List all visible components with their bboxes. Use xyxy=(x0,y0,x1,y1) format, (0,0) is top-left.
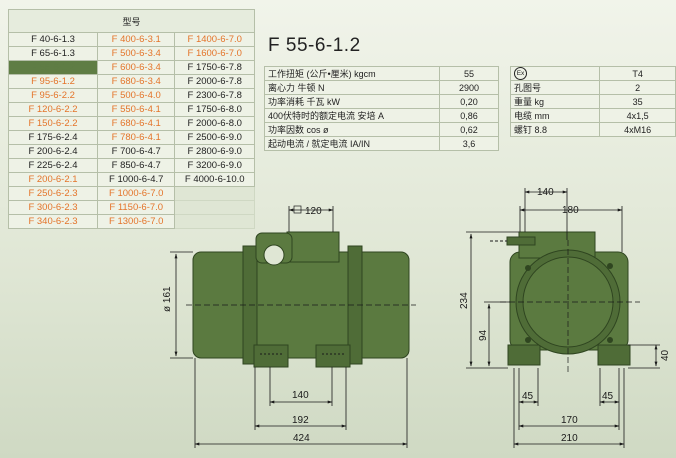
spec-label: 离心力 牛顿 N xyxy=(264,80,440,95)
dim-140-top: 140 xyxy=(537,187,554,198)
model-cell[interactable]: F 1000-6-7.0 xyxy=(97,186,176,201)
model-cell[interactable]: F 300-6-2.3 xyxy=(7,200,99,215)
model-cell[interactable]: F 200-6-2.4 xyxy=(7,144,99,159)
spec-row: Ex T4 xyxy=(509,66,676,81)
side-view xyxy=(186,231,416,368)
empty-cell xyxy=(174,214,255,229)
spec-value: 0,86 xyxy=(439,108,499,123)
dim-45-right: 45 xyxy=(602,391,614,402)
spec-label: 孔图号 xyxy=(509,80,601,95)
page-title: F 55-6-1.2 xyxy=(268,35,361,56)
model-cell[interactable]: F 1300-6-7.0 xyxy=(97,214,176,229)
model-cell[interactable]: F 150-6-2.2 xyxy=(7,116,99,131)
spec-label: Ex xyxy=(509,66,601,81)
model-cell[interactable]: F 2300-6-7.8 xyxy=(174,88,255,103)
dim-120: 120 xyxy=(305,206,322,217)
spec-label: 重量 kg xyxy=(509,94,601,109)
model-cell[interactable]: F 600-6-3.4 xyxy=(97,60,176,75)
model-cell[interactable]: F 680-6-4.1 xyxy=(97,116,176,131)
dim-234: 234 xyxy=(459,292,470,309)
model-cell[interactable]: F 1750-6-8.0 xyxy=(174,102,255,117)
model-cell[interactable]: F 65-6-1.3 xyxy=(7,46,99,61)
dim-140-side: 140 xyxy=(292,390,309,401)
model-cell[interactable]: F 2500-6-9.0 xyxy=(174,130,255,145)
model-cell[interactable]: F 500-6-4.0 xyxy=(97,88,176,103)
model-cell[interactable]: F 1000-6-4.7 xyxy=(97,172,176,187)
model-cell[interactable]: F 680-6-3.4 xyxy=(97,74,176,89)
spec-value: 2900 xyxy=(439,80,499,95)
spec-value: 2 xyxy=(599,80,676,95)
spec-value: 3,6 xyxy=(439,136,499,151)
spec-label: 400伏特时的额定电流 安培 A xyxy=(264,108,440,123)
model-cell[interactable]: F 2800-6-9.0 xyxy=(174,144,255,159)
model-cell[interactable]: F 850-6-4.7 xyxy=(97,158,176,173)
dim-210: 210 xyxy=(561,433,578,444)
dim-40: 40 xyxy=(660,349,671,361)
spec-label: 功率因数 cos ø xyxy=(264,122,440,137)
dim-180: 180 xyxy=(562,205,579,216)
model-cell[interactable]: F 1400-6-7.0 xyxy=(174,32,255,47)
ex-icon: Ex xyxy=(514,67,527,80)
model-cell[interactable]: F 1150-6-7.0 xyxy=(97,200,176,215)
dim-170: 170 xyxy=(561,415,578,426)
model-cell[interactable]: F 175-6-2.4 xyxy=(7,130,99,145)
dim-161: ø 161 xyxy=(162,286,173,312)
model-cell[interactable]: F 200-6-2.1 xyxy=(7,172,99,187)
dim-45-left: 45 xyxy=(522,391,534,402)
dim-424: 424 xyxy=(293,433,310,444)
spec-value: T4 xyxy=(599,66,676,81)
model-cell[interactable]: F 1600-6-7.0 xyxy=(174,46,255,61)
spec-label: 螺钉 8.8 xyxy=(509,122,601,137)
model-table-header: 型号 xyxy=(8,9,255,33)
model-cell[interactable]: F 1750-6-7.8 xyxy=(174,60,255,75)
spec-label: 起动电流 / 就定电流 IA/IN xyxy=(264,136,440,151)
front-view xyxy=(490,231,640,372)
model-cell[interactable]: F 340-6-2.3 xyxy=(7,214,99,229)
spec-label: 功率消耗 千瓦 kW xyxy=(264,94,440,109)
dim-192: 192 xyxy=(292,415,309,426)
spec-value: 4xM16 xyxy=(599,122,676,137)
dim-94: 94 xyxy=(478,329,489,341)
model-cell[interactable]: F 4000-6-10.0 xyxy=(174,172,255,187)
spec-value: 35 xyxy=(599,94,676,109)
spec-label: 电缆 mm xyxy=(509,108,601,123)
spec-label: 工作扭矩 (公斤•厘米) kgcm xyxy=(264,66,440,81)
